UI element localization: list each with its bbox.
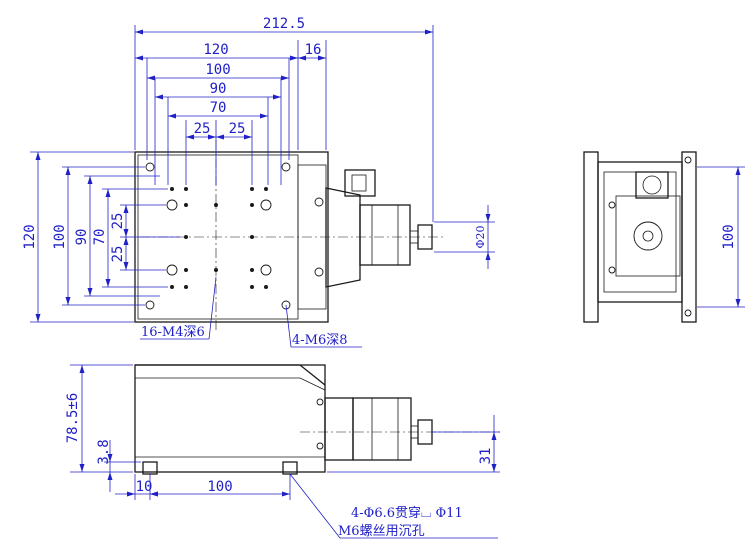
tapped-hole	[184, 187, 188, 191]
side-view: 100	[583, 151, 745, 323]
dim-plate-width: 120	[203, 42, 228, 58]
dim-h100: 100	[52, 224, 68, 249]
dim-w25b: 25	[229, 121, 246, 137]
front-hole	[316, 442, 324, 450]
mount-hole	[281, 162, 291, 172]
dim-w100: 100	[205, 62, 230, 78]
dim-front-10: 10	[136, 479, 153, 495]
counterbore-hole	[166, 199, 178, 211]
front-motor	[352, 397, 412, 461]
motor-connector	[344, 169, 376, 197]
dim-h120: 120	[22, 224, 38, 249]
side-connector	[635, 171, 669, 199]
tapped-hole	[184, 285, 188, 289]
callout-through-holes: 4-Φ6.6贯穿⌴ Φ11	[351, 505, 463, 521]
side-motor-shaft	[642, 230, 654, 242]
callout-tapped-holes: 16-M4深6	[141, 325, 205, 340]
front-coupling	[324, 397, 354, 461]
side-hole	[684, 156, 692, 164]
dim-overall-width: 212.5	[263, 16, 305, 32]
dim-side-height: 100	[721, 224, 737, 249]
tapped-hole	[214, 268, 218, 272]
front-top-edge	[135, 364, 326, 386]
rail-hole	[314, 197, 324, 207]
dim-w25a: 25	[194, 121, 211, 137]
dim-h25b: 25	[110, 246, 126, 263]
callout-mount-holes: 4-M6深8	[292, 333, 348, 348]
top-callouts: 16-M4深6 4-M6深8	[140, 276, 362, 348]
callout-counterbore-note: M6螺丝用沉孔	[338, 524, 425, 539]
tapped-hole	[184, 268, 188, 272]
top-vertical-dimensions: 120 100 90 70 25 25	[22, 151, 180, 323]
front-body	[134, 364, 326, 473]
dim-motor-offset: 16	[305, 42, 322, 58]
motor-housing	[325, 187, 361, 288]
tapped-hole	[264, 285, 268, 289]
mount-hole	[145, 300, 155, 310]
tapped-hole	[250, 235, 254, 239]
dim-w90: 90	[210, 81, 227, 97]
tapped-hole	[214, 203, 218, 207]
rail-hole	[314, 267, 324, 277]
counterbore-hole	[166, 264, 178, 276]
dim-front-31: 31	[478, 448, 494, 465]
dim-w70: 70	[210, 100, 227, 116]
dim-phi20: Φ20	[474, 225, 487, 248]
side-connector-socket	[642, 175, 662, 195]
side-hole	[684, 309, 692, 317]
dim-shaft-diameter: Φ20	[434, 205, 495, 269]
motor-body	[359, 204, 411, 266]
tapped-hole	[250, 285, 254, 289]
tapped-hole	[170, 285, 174, 289]
top-view: 212.5 120 16 100 90 70	[22, 16, 495, 348]
side-hole	[608, 266, 616, 274]
dim-h25a: 25	[110, 213, 126, 230]
side-motor-face	[615, 195, 681, 277]
tapped-hole	[250, 203, 254, 207]
front-hole	[316, 398, 324, 406]
counterbore-hole	[260, 199, 272, 211]
dim-h90: 90	[74, 229, 90, 246]
dim-front-100: 100	[207, 479, 232, 495]
side-left-flange	[583, 151, 599, 323]
dim-front-3-8: 3.8	[96, 439, 112, 464]
side-motor-hub	[633, 221, 663, 251]
top-hole-pattern	[145, 162, 291, 310]
side-right-flange	[681, 151, 697, 323]
side-hole	[608, 201, 616, 209]
tapped-hole	[184, 235, 188, 239]
tapped-hole	[170, 187, 174, 191]
front-carriage-line	[135, 377, 326, 391]
tapped-hole	[250, 187, 254, 191]
motor-connector-inner	[351, 174, 367, 192]
mount-hole	[145, 162, 155, 172]
tapped-hole	[264, 187, 268, 191]
dim-h70: 70	[92, 229, 108, 246]
top-horizontal-dimensions: 212.5 120 16 100 90 70	[134, 16, 434, 222]
tapped-hole	[184, 203, 188, 207]
counterbore-hole	[260, 264, 272, 276]
front-view: 78.5±6 3.8 31 10 100 4-Φ6.6贯穿⌴ Φ11 M6螺丝用…	[65, 364, 500, 539]
dim-front-height: 78.5±6	[65, 393, 81, 444]
tapped-hole	[250, 268, 254, 272]
